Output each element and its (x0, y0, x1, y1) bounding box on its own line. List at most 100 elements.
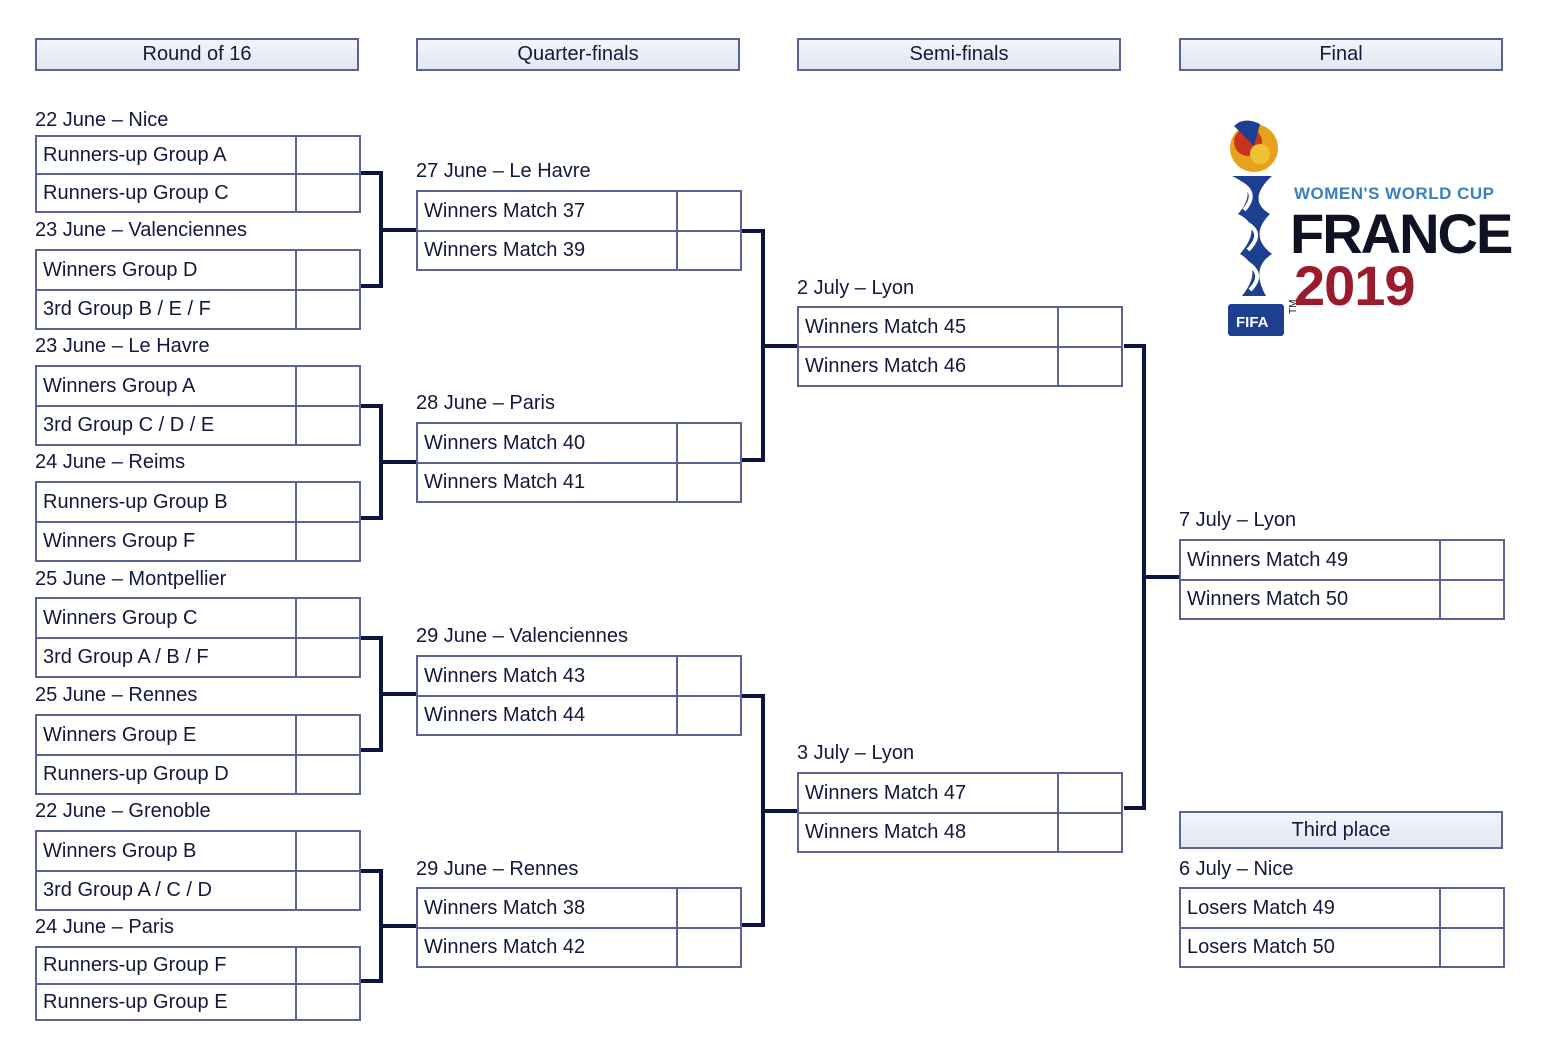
match-box: Winners Match 37 Winners Match 39 (416, 190, 742, 271)
bracket-connector (1124, 344, 1179, 810)
score-cell (676, 424, 740, 462)
match-box: Winners Match 38 Winners Match 42 (416, 887, 742, 968)
score-cell (295, 756, 359, 793)
match-date: 22 June – Nice (35, 109, 169, 131)
team-name: Winners Group F (43, 530, 196, 552)
team-row: Winners Match 43 (418, 657, 740, 695)
team-row: Runners-up Group F (37, 948, 359, 983)
team-name: Runners-up Group E (43, 990, 228, 1013)
bracket-connector (742, 229, 797, 462)
bracket-connector (361, 636, 416, 752)
team-name: Runners-up Group A (43, 143, 227, 166)
team-name: Winners Match 39 (424, 239, 586, 261)
team-row: Winners Match 38 (418, 889, 740, 927)
team-row: Winners Group C (37, 599, 359, 637)
score-cell (295, 251, 359, 289)
team-row: 3rd Group A / B / F (37, 637, 359, 676)
match-date: 27 June – Le Havre (416, 160, 591, 182)
team-name: Winners Match 44 (424, 704, 586, 726)
match-date: 24 June – Reims (35, 451, 186, 473)
team-name: Runners-up Group F (43, 954, 227, 976)
team-row: Winners Match 40 (418, 424, 740, 462)
match-date: 24 June – Paris (35, 916, 174, 938)
team-row: 3rd Group A / C / D (37, 870, 359, 909)
team-name: Winners Group B (43, 839, 197, 862)
third-place-header: Third place (1179, 811, 1503, 849)
team-row: Winners Match 49 (1181, 541, 1503, 579)
team-name: Winners Match 40 (424, 431, 586, 454)
final-header: Final (1179, 38, 1503, 71)
match-box: Winners Group A 3rd Group C / D / E (35, 365, 361, 446)
team-row: Runners-up Group B (37, 483, 359, 521)
team-name: Winners Match 48 (805, 821, 967, 843)
match-box: Winners Group D 3rd Group B / E / F (35, 249, 361, 330)
bracket-connector (361, 404, 416, 520)
team-name: Winners Group C (43, 606, 198, 629)
score-cell (676, 929, 740, 966)
score-cell (1439, 581, 1503, 618)
team-name: Winners Match 50 (1187, 588, 1349, 610)
score-cell (295, 832, 359, 870)
team-name: 3rd Group A / C / D (43, 879, 212, 901)
score-cell (295, 367, 359, 405)
trophy-icon (1228, 120, 1284, 336)
tournament-logo: FIFA TM WOMEN'S WORLD CUP FRANCE 2019 (1220, 118, 1513, 343)
team-name: Losers Match 49 (1187, 896, 1335, 919)
team-name: Winners Group A (43, 374, 196, 397)
match-date: 6 July – Nice (1179, 858, 1294, 880)
score-cell (295, 948, 359, 983)
team-row: Runners-up Group C (37, 173, 359, 211)
score-cell (676, 192, 740, 230)
score-cell (1057, 814, 1121, 851)
team-row: Winners Match 45 (799, 308, 1121, 346)
score-cell (295, 407, 359, 444)
match-box: Winners Group B 3rd Group A / C / D (35, 830, 361, 911)
match-box: Winners Match 40 Winners Match 41 (416, 422, 742, 503)
third-place-label: Third place (1291, 818, 1391, 841)
team-name: 3rd Group C / D / E (43, 414, 215, 436)
quarter-finals-header: Quarter-finals (416, 38, 740, 71)
quarter-finals-label: Quarter-finals (517, 43, 639, 65)
match-date: 22 June – Grenoble (35, 800, 211, 822)
match-box: Runners-up Group F Runners-up Group E (35, 946, 361, 1021)
team-name: Winners Match 47 (805, 781, 967, 804)
team-name: 3rd Group A / B / F (43, 646, 209, 668)
score-cell (295, 291, 359, 328)
team-name: Winners Match 42 (424, 936, 586, 958)
team-name: Winners Match 43 (424, 664, 586, 687)
score-cell (1439, 889, 1503, 927)
team-name: Winners Group D (43, 258, 198, 281)
match-date: 2 July – Lyon (797, 277, 915, 299)
bracket-connector (361, 171, 416, 288)
final-label: Final (1319, 43, 1363, 65)
match-box: Runners-up Group A Runners-up Group C (35, 135, 361, 213)
match-box: Winners Group E Runners-up Group D (35, 714, 361, 795)
team-row: 3rd Group B / E / F (37, 289, 359, 328)
team-name: 3rd Group B / E / F (43, 298, 211, 320)
round-of-16-label: Round of 16 (142, 43, 252, 65)
logo-subtitle: WOMEN'S WORLD CUP (1294, 184, 1495, 203)
team-row: Winners Group F (37, 521, 359, 560)
match-box: Winners Match 45 Winners Match 46 (797, 306, 1123, 387)
match-date: 28 June – Paris (416, 392, 555, 414)
score-cell (1057, 308, 1121, 346)
score-cell (295, 523, 359, 560)
team-row: Winners Group A (37, 367, 359, 405)
score-cell (295, 639, 359, 676)
bracket-connector (361, 869, 416, 983)
logo-year: 2019 (1294, 254, 1416, 317)
team-row: Winners Match 44 (418, 695, 740, 734)
score-cell (1057, 774, 1121, 812)
match-box: Winners Match 43 Winners Match 44 (416, 655, 742, 736)
score-cell (295, 599, 359, 637)
team-name: Runners-up Group D (43, 763, 229, 785)
team-row: 3rd Group C / D / E (37, 405, 359, 444)
logo-badge: FIFA (1236, 314, 1269, 331)
match-date: 3 July – Lyon (797, 742, 915, 764)
match-box: Losers Match 49 Losers Match 50 (1179, 887, 1505, 968)
score-cell (676, 889, 740, 927)
score-cell (295, 175, 359, 211)
score-cell (295, 985, 359, 1019)
match-date: 29 June – Valenciennes (416, 625, 629, 647)
